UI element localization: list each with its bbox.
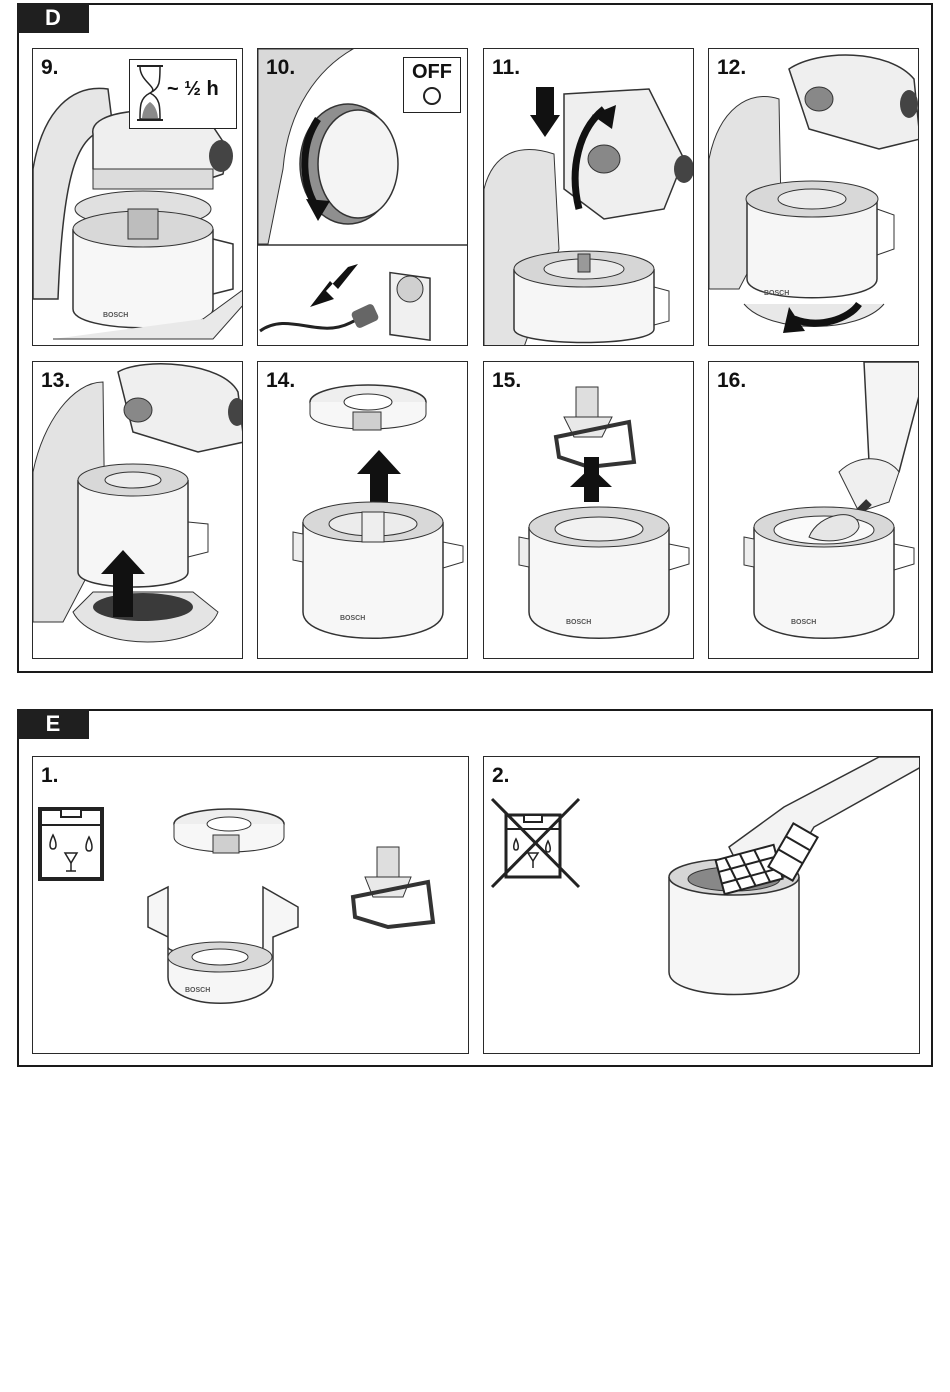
step-13-number: 13. <box>41 369 71 392</box>
off-switch-box: OFF <box>403 57 461 113</box>
lift-bowl-illustration <box>33 363 242 643</box>
step-e1-number: 1. <box>41 764 59 787</box>
step-11-number: 11. <box>492 56 521 79</box>
step-10-panel: 10. OFF <box>257 48 468 346</box>
brand-label: BOSCH <box>185 987 210 994</box>
step-13-panel: 13. <box>32 361 243 659</box>
section-d-label: D <box>17 3 89 33</box>
timer-text: ~ ½ h <box>167 78 219 100</box>
brand-label: BOSCH <box>791 619 816 626</box>
remove-lid-illustration: BOSCH <box>292 384 464 639</box>
step-14-number: 14. <box>266 369 296 392</box>
step-e2-number: 2. <box>492 764 510 787</box>
off-label: OFF <box>412 61 452 83</box>
section-e: E 1. BOSCH <box>17 709 933 1067</box>
turn-off-unplug-illustration <box>258 49 467 342</box>
step-9-number: 9. <box>41 56 59 79</box>
step-16-number: 16. <box>717 369 747 392</box>
step-16-panel: 16. BOSCH <box>708 361 919 659</box>
step-12-number: 12. <box>717 56 747 79</box>
tilt-up-head-illustration <box>484 87 693 345</box>
remove-paddle-illustration: BOSCH <box>518 386 690 639</box>
brand-label: BOSCH <box>566 619 591 626</box>
dishwasher-safe-parts-illustration: BOSCH <box>38 807 436 1004</box>
timer-box: ~ ½ h <box>129 59 237 129</box>
dishwasher-safe-icon <box>38 807 104 881</box>
step-12-panel: 12. BOSCH <box>708 48 919 346</box>
section-d: D 9. ~ ½ h BOSCH <box>17 3 933 673</box>
step-e2-panel: 2. <box>483 756 920 1054</box>
remove-bowl-rotate-illustration: BOSCH <box>709 54 918 333</box>
hand-wash-freezer-bowl-illustration <box>490 757 919 996</box>
step-15-number: 15. <box>492 369 522 392</box>
brand-label: BOSCH <box>340 615 365 622</box>
brand-label: BOSCH <box>103 312 128 319</box>
off-position-icon <box>423 87 441 105</box>
brand-label: BOSCH <box>764 290 789 297</box>
serve-ice-cream-illustration: BOSCH <box>743 362 918 639</box>
step-11-panel: 11. <box>483 48 694 346</box>
step-e1-panel: 1. BOSCH <box>32 756 469 1054</box>
step-14-panel: 14. BOSCH <box>257 361 468 659</box>
step-9-panel: 9. ~ ½ h BOSCH <box>32 48 243 346</box>
not-dishwasher-safe-icon <box>490 797 581 889</box>
hourglass-icon <box>137 65 163 121</box>
step-10-number: 10. <box>266 56 296 79</box>
step-15-panel: 15. BOSCH <box>483 361 694 659</box>
section-e-label: E <box>17 709 89 739</box>
